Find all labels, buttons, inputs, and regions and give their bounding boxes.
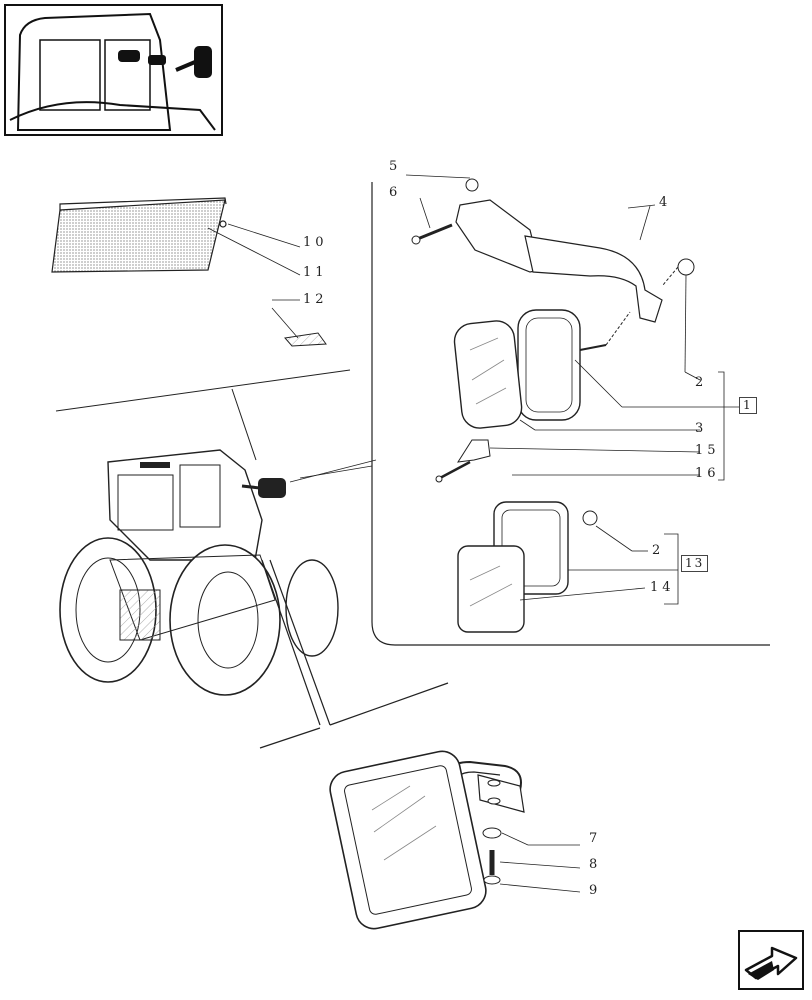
callout-4: 4	[659, 195, 672, 210]
thumbnail-icon	[4, 4, 223, 136]
callout-3: 3	[695, 421, 708, 436]
callout-11: 11	[303, 265, 328, 280]
callout-8: 8	[589, 857, 602, 872]
sun-visor	[51, 197, 327, 347]
callout-1-boxed: 1	[739, 397, 757, 414]
callout-10: 10	[303, 235, 328, 250]
callout-13-boxed: 13	[681, 555, 709, 572]
mirror-arm	[405, 174, 701, 381]
callout-5: 5	[389, 159, 402, 174]
large-mirror	[329, 750, 581, 930]
callout-2-lower: 2	[652, 543, 665, 558]
next-page-arrow-icon	[738, 930, 804, 990]
callout-9: 9	[589, 883, 602, 898]
callout-6: 6	[389, 185, 402, 200]
callout-15: 15	[695, 443, 720, 458]
callout-7: 7	[589, 831, 602, 846]
callout-14: 14	[650, 580, 675, 595]
detail-frame	[371, 182, 770, 646]
callout-2-upper: 2	[695, 375, 708, 390]
next-page-button[interactable]	[738, 930, 804, 990]
mirror-assembly-13	[457, 501, 679, 633]
callout-16: 16	[695, 466, 720, 481]
mirror-assembly-1	[435, 309, 740, 483]
tractor-illustration	[55, 369, 449, 749]
callout-12: 12	[303, 292, 328, 307]
